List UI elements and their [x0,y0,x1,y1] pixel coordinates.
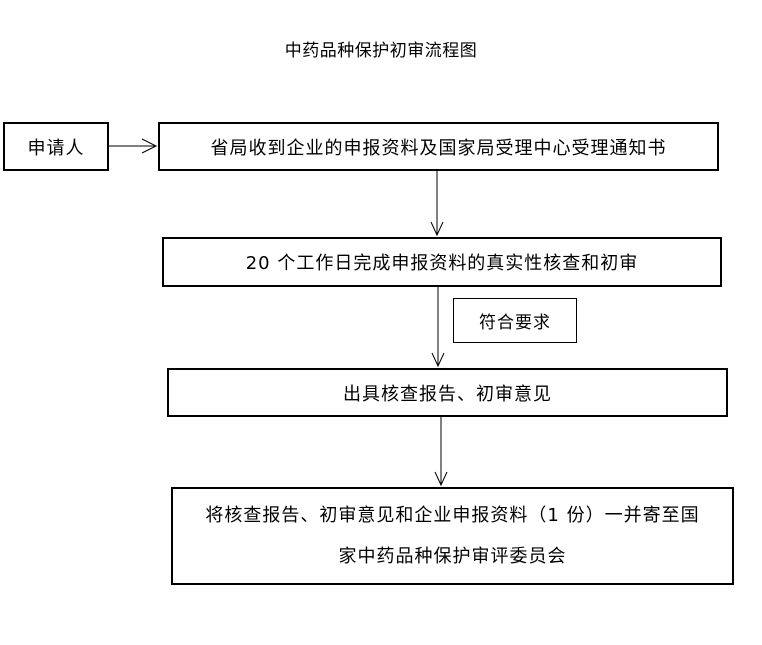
arrow-down-icon [431,287,445,368]
node-step2-verification: 20 个工作日完成申报资料的真实性核查和初审 [162,237,722,287]
node-step2-label: 20 个工作日完成申报资料的真实性核查和初审 [245,253,639,274]
node-applicant-label: 申请人 [27,137,85,159]
arrow-right-icon [109,138,158,154]
condition-label: 符合要求 [479,313,551,333]
node-step3-issue-report: 出具核查报告、初审意见 [167,368,728,417]
diagram-title: 中药品种保护初审流程图 [284,41,478,61]
arrow-down-icon [430,171,444,237]
node-step1-label: 省局收到企业的申报资料及国家局受理中心受理通知书 [210,137,667,159]
node-step3-label: 出具核查报告、初审意见 [343,383,552,405]
node-step4-submit: 将核查报告、初审意见和企业申报资料（1 份）一并寄至国 家中药品种保护审评委员会 [171,487,734,585]
node-step4-line2: 家中药品种保护审评委员会 [338,545,567,567]
arrow-down-icon [434,417,448,487]
node-applicant: 申请人 [3,122,109,171]
condition-label-box: 符合要求 [453,298,577,343]
node-step1-receive-materials: 省局收到企业的申报资料及国家局受理中心受理通知书 [158,122,719,171]
node-step4-line1: 将核查报告、初审意见和企业申报资料（1 份）一并寄至国 [205,504,700,526]
